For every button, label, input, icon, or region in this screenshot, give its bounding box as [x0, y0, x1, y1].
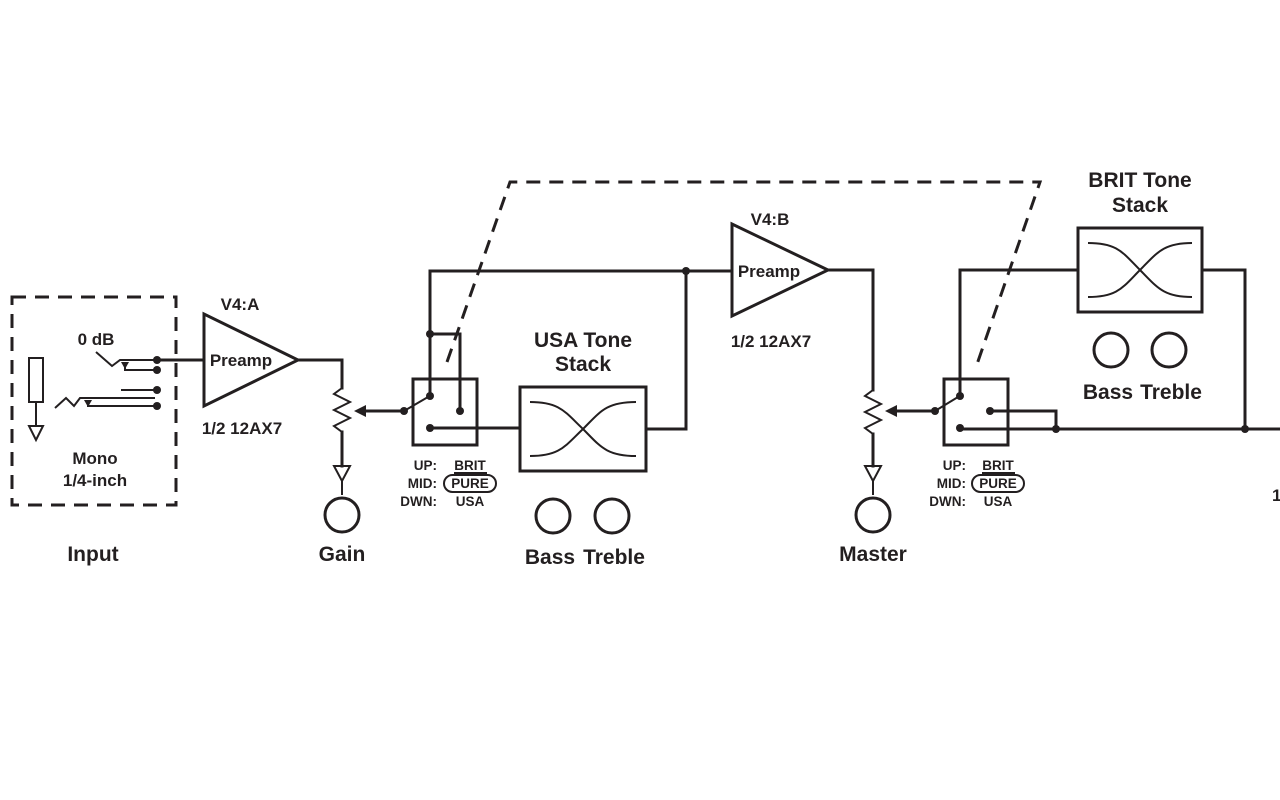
input-dashed-box	[10, 295, 178, 507]
jack-plug-body	[28, 357, 44, 403]
switch-1-lever	[403, 396, 429, 412]
switch-2-up: UP:	[943, 458, 966, 473]
switch-2-lever	[934, 396, 959, 412]
gain-resistor-zigzag	[331, 387, 353, 433]
v4a-label: V4:A	[221, 295, 260, 314]
jack-sleeve-arrow	[87, 400, 155, 407]
edge-fragment-label: 1	[1272, 486, 1280, 505]
switch-gang-link	[445, 180, 1043, 371]
tube-b-label: 1/2 12AX7	[731, 332, 811, 351]
switch-2-mid: MID:	[937, 476, 966, 491]
switch-1-dwn-value: USA	[456, 494, 485, 509]
usa-tone-stack: USA Tone Stack Bass Treble	[518, 329, 648, 569]
switch-2-mid-outline	[971, 474, 1025, 493]
switch-1-up-value: BRIT	[454, 458, 486, 473]
switch-1-box	[411, 377, 479, 447]
master-resistor-zigzag	[862, 389, 884, 435]
gain-wiper-arrow	[354, 405, 366, 417]
master-label: Master	[839, 543, 907, 566]
zero-db-label: 0 dB	[78, 330, 115, 349]
switch-2-dwn-value: USA	[984, 494, 1013, 509]
jack-ground-symbol	[27, 425, 45, 443]
gain-label: Gain	[319, 543, 366, 566]
brit-stack-title-1: BRIT Tone	[1088, 169, 1191, 192]
brit-treble-label: Treble	[1140, 381, 1202, 404]
switch-1-mid-outline	[443, 474, 497, 493]
channel-switch-2: UP: MID: DWN: BRIT PURE USA	[929, 377, 1025, 509]
preamp-a-label: Preamp	[210, 351, 272, 370]
master-pot: Master	[839, 389, 935, 566]
brit-bass-label: Bass	[1083, 381, 1133, 404]
jack-tip-arrow	[124, 362, 155, 371]
gain-pot: Gain	[319, 387, 402, 566]
channel-switch-1: UP: MID: DWN: BRIT PURE USA	[400, 330, 497, 509]
brit-bass-knob	[1092, 331, 1130, 369]
usa-stack-title-1: USA Tone	[534, 329, 632, 352]
usa-stack-curve-2	[529, 401, 637, 457]
gain-ground-symbol	[332, 465, 352, 484]
preamp-v4b: Preamp V4:B 1/2 12AX7	[730, 210, 832, 351]
switch-1-mid-value: PURE	[451, 476, 489, 491]
input-section-title: Input	[67, 543, 118, 566]
quarter-inch-label: 1/4-inch	[63, 471, 127, 490]
preamp-b-triangle	[730, 221, 832, 319]
jack-tip-contact	[95, 351, 155, 368]
brit-stack-curve-2	[1087, 242, 1193, 298]
switch-2-up-value: BRIT	[982, 458, 1014, 473]
preamp-b-label: Preamp	[738, 262, 800, 281]
preamp-a-triangle	[202, 311, 302, 409]
switch-1-mid: MID:	[408, 476, 437, 491]
input-section: 0 dB Mono 1/4-inch Input	[10, 295, 178, 566]
usa-stack-title-2: Stack	[555, 353, 611, 376]
master-knob	[854, 496, 892, 534]
brit-tone-stack: BRIT Tone Stack Bass Treble	[1076, 169, 1204, 404]
switch-2-mid-value: PURE	[979, 476, 1017, 491]
preamp-v4a: Preamp V4:A 1/2 12AX7	[202, 295, 302, 438]
v4b-label: V4:B	[751, 210, 790, 229]
switch-1-dwn: DWN:	[400, 494, 437, 509]
usa-treble-label: Treble	[583, 546, 645, 569]
switch-2-dwn: DWN:	[929, 494, 966, 509]
gain-knob	[323, 496, 361, 534]
switch-1-up: UP:	[414, 458, 437, 473]
master-ground-symbol	[863, 465, 883, 484]
tube-a-label: 1/2 12AX7	[202, 419, 282, 438]
jack-sleeve-contact	[54, 396, 155, 409]
brit-stack-title-2: Stack	[1112, 194, 1168, 217]
brit-treble-knob	[1150, 331, 1188, 369]
usa-treble-knob	[593, 497, 631, 535]
usa-bass-knob	[534, 497, 572, 535]
master-wiper-arrow	[885, 405, 897, 417]
mono-label: Mono	[72, 449, 117, 468]
usa-bass-label: Bass	[525, 546, 575, 569]
